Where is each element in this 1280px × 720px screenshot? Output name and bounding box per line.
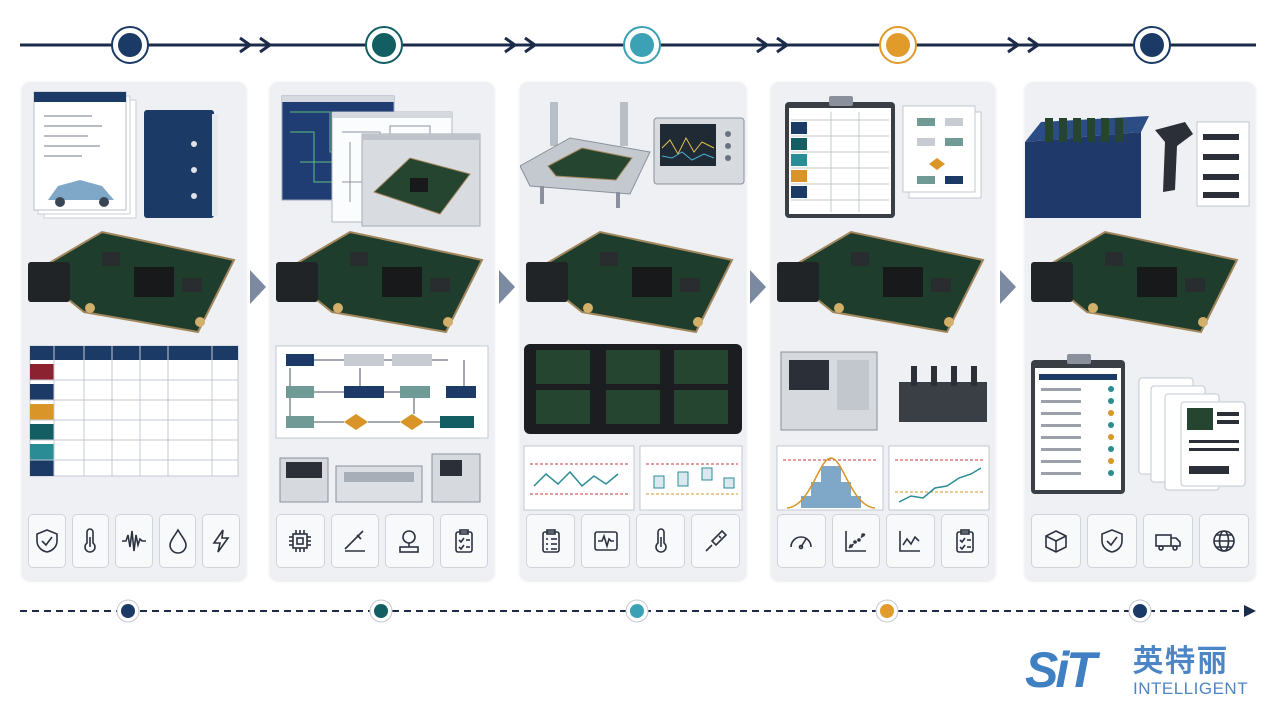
timeline-node-4 xyxy=(879,26,917,64)
stage-panel-5 xyxy=(1025,82,1255,580)
stage-separator-arrow xyxy=(1000,270,1016,304)
bottom-timeline xyxy=(20,599,1256,623)
stage-1-icon-row xyxy=(28,514,240,568)
control-chart xyxy=(523,445,635,511)
clipboard-checklist-icon xyxy=(526,514,575,568)
oscilloscope xyxy=(653,117,745,185)
bottom-timeline-node-5 xyxy=(1128,599,1152,623)
traceability-clipboard xyxy=(1031,354,1125,494)
stage-separator-arrow xyxy=(250,270,266,304)
soldering-iron-icon xyxy=(330,514,379,568)
gauge-icon xyxy=(777,514,826,568)
thermometer-icon xyxy=(71,514,110,568)
stage-panel-3 xyxy=(520,82,746,580)
process-flow-diagram xyxy=(275,345,489,439)
inspection-lamp-icon xyxy=(385,514,434,568)
stage-2-icon-row xyxy=(276,514,488,568)
timeline-node-5 xyxy=(1133,26,1171,64)
company-logo: SiT 英特丽 INTELLIGENT xyxy=(1025,640,1265,705)
barcode-scanner xyxy=(1155,122,1193,192)
stage-panel-1 xyxy=(22,82,246,580)
specification-binder xyxy=(144,110,218,218)
thermometer-icon xyxy=(636,514,685,568)
logo-english-name: INTELLIGENT xyxy=(1133,679,1249,698)
waveform-icon xyxy=(115,514,153,568)
bottom-timeline-node-4 xyxy=(875,599,899,623)
checklist-icon xyxy=(439,514,488,568)
barcode-label-sheet xyxy=(1196,121,1250,207)
timeline-chevrons xyxy=(239,36,1041,54)
stage-separator-arrow xyxy=(499,270,515,304)
ecu-circuit-board xyxy=(1031,230,1239,334)
logo-mark: SiT xyxy=(1025,642,1097,698)
bottom-timeline-node-3 xyxy=(625,599,649,623)
flowchart-document xyxy=(902,105,982,199)
bottom-timeline-node-2 xyxy=(369,599,393,623)
timeline-node-1 xyxy=(111,26,149,64)
storage-bin-with-boards xyxy=(1025,116,1149,218)
line-chart-icon xyxy=(886,514,935,568)
stage-5-icon-row xyxy=(1031,514,1249,568)
probe-icon xyxy=(691,514,740,568)
water-drop-icon xyxy=(158,514,197,568)
ecu-circuit-board xyxy=(777,230,985,334)
test-equipment xyxy=(780,351,987,431)
inspection-clipboard-table xyxy=(785,96,895,218)
lightning-icon xyxy=(202,514,240,568)
timeline-node-2 xyxy=(365,26,403,64)
requirements-matrix xyxy=(29,345,239,477)
stage-panel-2 xyxy=(270,82,494,580)
shield-check-icon xyxy=(28,514,66,568)
stage-separator-arrow xyxy=(750,270,766,304)
test-fixture xyxy=(520,102,651,208)
oscilloscope-wave-icon xyxy=(581,514,630,568)
bottom-timeline-node-1 xyxy=(116,599,140,623)
ecu-circuit-board xyxy=(526,230,734,334)
logo-chinese-name: 英特丽 xyxy=(1133,644,1229,679)
stage-3-icon-row xyxy=(526,514,740,568)
checklist-icon xyxy=(940,514,989,568)
specification-document-stack xyxy=(33,91,137,219)
top-timeline xyxy=(20,26,1256,64)
package-box-icon xyxy=(1031,514,1081,568)
delivery-truck-icon xyxy=(1143,514,1193,568)
stage-panel-4 xyxy=(771,82,995,580)
trend-scatter-chart xyxy=(888,445,990,511)
stage-4-icon-row xyxy=(777,514,989,568)
board-tray xyxy=(524,344,742,434)
ecu-circuit-board xyxy=(28,230,236,334)
smt-production-machines xyxy=(279,453,481,503)
globe-icon xyxy=(1199,514,1249,568)
timeline-node-3 xyxy=(623,26,661,64)
shield-check-icon xyxy=(1087,514,1137,568)
scatter-trend-icon xyxy=(831,514,880,568)
chip-icon xyxy=(276,514,325,568)
histogram-chart xyxy=(776,445,884,511)
box-plot-chart xyxy=(639,445,743,511)
ecu-circuit-board xyxy=(276,230,484,334)
product-label-cards xyxy=(1138,377,1246,491)
pcb-layout-screens xyxy=(281,95,481,227)
